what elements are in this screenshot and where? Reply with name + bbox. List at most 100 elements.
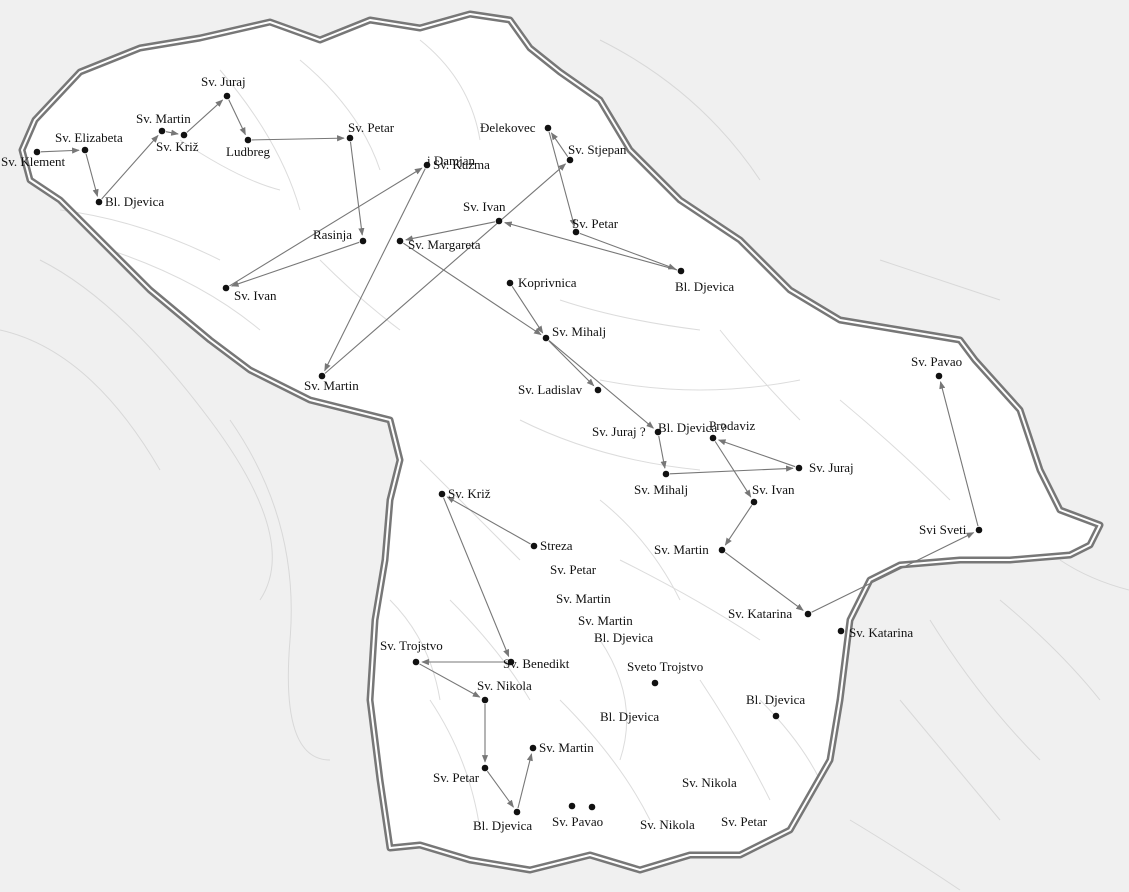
place-label: Sv. Petar: [572, 216, 619, 231]
place-label: Sv. Kuzma: [433, 157, 490, 172]
place-benedikt[interactable]: Sv. Benedikt: [503, 656, 570, 671]
place-juraj_nw[interactable]: Sv. Juraj: [201, 74, 246, 100]
place-juraj_q[interactable]: Sv. Juraj ?: [592, 424, 662, 439]
place-label: Sv. Križ: [156, 139, 199, 154]
place-martin_nw[interactable]: Sv. Martin: [136, 111, 191, 135]
place-sveto_trojstvo[interactable]: Sveto Trojstvo: [627, 659, 703, 687]
place-label: Sv. Martin: [539, 740, 594, 755]
place-pavao_e[interactable]: Sv. Pavao: [911, 354, 962, 380]
place-dot: [180, 131, 188, 139]
place-mihalj_s[interactable]: Sv. Mihalj: [634, 470, 688, 497]
place-klement[interactable]: Sv. Klement: [1, 148, 66, 169]
place-pavao_s[interactable]: Sv. Pavao: [552, 802, 603, 829]
place-prodaviz[interactable]: Prodaviz: [709, 418, 755, 442]
place-dot: [359, 237, 367, 245]
place-label: Sv. Pavao: [552, 814, 603, 829]
place-nikola_s2[interactable]: Sv. Nikola: [640, 817, 695, 832]
place-ladislav[interactable]: Sv. Ladislav: [518, 382, 602, 397]
place-petar_c[interactable]: Sv. Petar: [572, 216, 619, 236]
route-arrow-ivan_c-to-margareta: [405, 221, 496, 242]
place-dot: [529, 744, 537, 752]
place-label: Sv. Juraj: [809, 460, 854, 475]
route-arrows: [40, 99, 979, 809]
place-dot: [95, 198, 103, 206]
place-label: Sv. Elizabeta: [55, 130, 123, 145]
route-arrow-trojstvo_w-to-nikola_w: [419, 663, 481, 698]
place-dot: [588, 803, 596, 811]
place-kuzma2[interactable]: i Damjan: [427, 153, 476, 168]
place-kriz_nw[interactable]: Sv. Križ: [156, 131, 199, 154]
place-label: Sv. Martin: [578, 613, 633, 628]
place-label: Sv. Juraj: [201, 74, 246, 89]
place-petar_sw[interactable]: Sv. Petar: [433, 764, 489, 785]
place-dot: [530, 542, 538, 550]
place-label: Sv. Klement: [1, 154, 66, 169]
place-dot: [750, 498, 758, 506]
place-martin_sw[interactable]: Sv. Martin: [529, 740, 595, 755]
place-trojstvo_w[interactable]: Sv. Trojstvo: [380, 638, 443, 666]
place-juraj_e[interactable]: Sv. Juraj: [795, 460, 854, 475]
place-label: Svi Sveti: [919, 522, 967, 537]
place-djevica_ne[interactable]: Bl. Djevica: [675, 267, 734, 294]
place-label: Sv. Križ: [448, 486, 491, 501]
place-martin_e[interactable]: Sv. Martin: [654, 542, 726, 557]
place-stjepan[interactable]: Sv. Stjepan: [566, 142, 627, 164]
place-margareta[interactable]: Sv. Margareta: [396, 237, 481, 252]
route-arrow-martin_e-to-katarina1: [724, 551, 804, 611]
place-label: Sv. Ivan: [752, 482, 795, 497]
place-dot: [495, 217, 503, 225]
place-mihalj_c[interactable]: Sv. Mihalj: [542, 324, 606, 342]
place-ivan_e[interactable]: Sv. Ivan: [750, 482, 795, 506]
place-djevica_w[interactable]: Bl. Djevica: [95, 194, 165, 209]
county-border-inner: [21, 13, 1101, 871]
place-djevica_s1[interactable]: Bl. Djevica: [594, 630, 653, 645]
place-label: Sv. Katarina: [728, 606, 792, 621]
place-label: Sv. Ivan: [463, 199, 506, 214]
place-nikola_w[interactable]: Sv. Nikola: [477, 678, 532, 704]
place-dot: [662, 470, 670, 478]
place-pavao_s_dot[interactable]: [588, 803, 596, 811]
place-dot: [772, 712, 780, 720]
place-label: Sveto Trojstvo: [627, 659, 703, 674]
place-koprivnica[interactable]: Koprivnica: [506, 275, 577, 290]
place-ivan_c[interactable]: Sv. Ivan: [463, 199, 506, 225]
place-ludbreg[interactable]: Ludbreg: [226, 136, 271, 159]
place-kriz_s[interactable]: Sv. Križ: [438, 486, 491, 501]
place-petar_se[interactable]: Sv. Petar: [721, 814, 768, 829]
route-arrow-kuzma-to-martin_w: [324, 168, 426, 372]
place-djevica_sw[interactable]: Bl. Djevica: [473, 808, 532, 833]
place-martin_s1[interactable]: Sv. Martin: [556, 591, 611, 606]
route-arrow-katarina1-to-svisveti: [811, 532, 975, 613]
place-nikola_s1[interactable]: Sv. Nikola: [682, 775, 737, 790]
place-martin_s2[interactable]: Sv. Martin: [578, 613, 633, 628]
place-dot: [654, 428, 662, 436]
route-arrow-djevica_sw-to-martin_sw: [517, 753, 533, 809]
place-katarina1[interactable]: Sv. Katarina: [728, 606, 812, 621]
place-dot: [975, 526, 983, 534]
terrain-relief-outside: [0, 39, 1129, 891]
place-ivan_w[interactable]: Sv. Ivan: [222, 284, 277, 303]
place-rasinja[interactable]: Rasinja: [313, 227, 367, 245]
place-martin_w[interactable]: Sv. Martin: [304, 372, 359, 393]
place-label: Sv. Martin: [556, 591, 611, 606]
place-label: Sv. Ladislav: [518, 382, 583, 397]
place-dot: [158, 127, 166, 135]
place-label: Sv. Martin: [654, 542, 709, 557]
place-elizabeta[interactable]: Sv. Elizabeta: [55, 130, 123, 154]
place-djevica_q[interactable]: Bl. Djevica ?: [658, 420, 726, 435]
place-djelekovec[interactable]: Đelekovec: [480, 120, 552, 135]
place-svisveti[interactable]: Svi Sveti: [919, 522, 983, 537]
place-dot: [33, 148, 41, 156]
route-arrow-petar_sw-to-djevica_sw: [486, 770, 514, 808]
place-petar_s[interactable]: Sv. Petar: [550, 562, 597, 577]
route-arrow-kriz_s-to-benedikt: [443, 497, 510, 658]
place-dot: [935, 372, 943, 380]
place-djevica_se[interactable]: Bl. Djevica: [746, 692, 805, 720]
place-katarina2[interactable]: Sv. Katarina: [837, 625, 914, 640]
place-djevica_s2[interactable]: Bl. Djevica: [600, 709, 659, 724]
place-streza[interactable]: Streza: [530, 538, 573, 553]
place-kuzma[interactable]: Sv. Kuzma: [423, 157, 490, 172]
place-petar_n[interactable]: Sv. Petar: [346, 120, 395, 142]
